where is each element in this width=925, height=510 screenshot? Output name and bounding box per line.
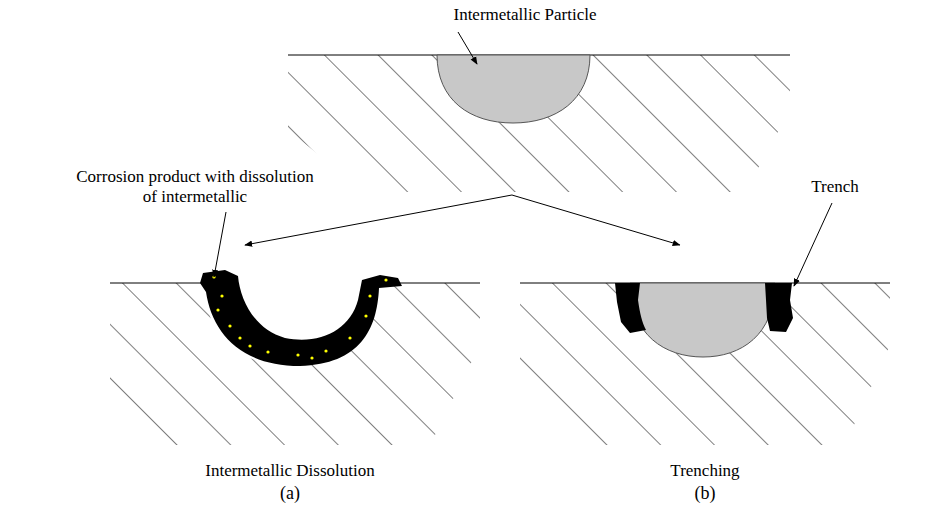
leader-line <box>794 203 832 286</box>
leader-line <box>214 212 226 277</box>
trench <box>615 283 646 333</box>
flow-arrow <box>512 195 680 245</box>
panel-letter: (b) <box>655 483 755 504</box>
alloy-matrix <box>520 283 890 445</box>
figure-title: Trenching <box>575 461 835 481</box>
part-label: Trench <box>795 177 875 197</box>
intermetallic-remnants <box>212 275 387 359</box>
trench <box>765 283 793 332</box>
dissolution-figure: Corrosion product with dissolution of in… <box>110 245 485 455</box>
intermetallic-particle <box>630 283 775 357</box>
surface-line <box>400 283 480 284</box>
corrosion-product <box>200 270 402 366</box>
part-label: Corrosion product with dissolution of in… <box>70 167 320 206</box>
leader-line <box>458 32 477 64</box>
trenching-figure: TrenchTrenching(b) <box>520 245 890 455</box>
panel-letter: (a) <box>240 483 340 504</box>
intermetallic-particle <box>437 55 590 123</box>
alloy-matrix <box>288 55 790 192</box>
flow-arrow <box>245 195 512 245</box>
surface-line <box>110 283 201 284</box>
figure-title: Intermetallic Dissolution <box>160 461 420 481</box>
particle-figure: Intermetallic Particle <box>285 55 795 195</box>
part-label: Intermetallic Particle <box>395 5 655 25</box>
